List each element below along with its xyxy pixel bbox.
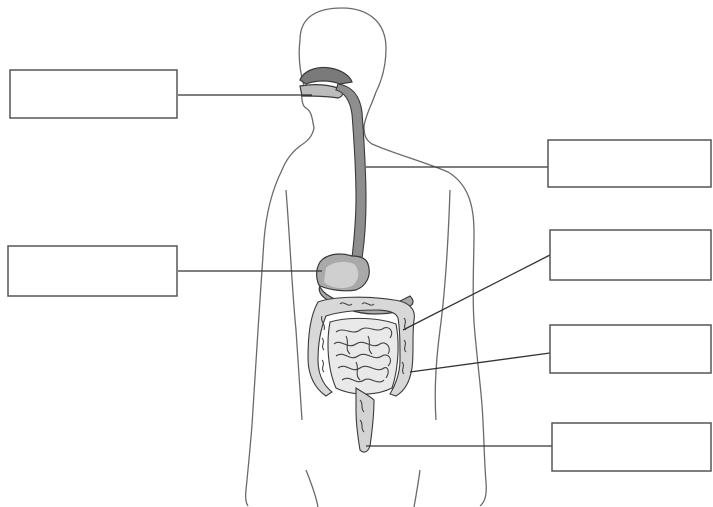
leader-line-large-intestine <box>403 255 550 330</box>
esophagus-organ <box>336 84 366 258</box>
rectum-organ <box>356 388 374 452</box>
label-box-small-intestine[interactable] <box>550 325 711 373</box>
label-box-mouth[interactable] <box>10 70 177 118</box>
label-box-rectum[interactable] <box>552 423 711 471</box>
small-intestine-organ <box>328 318 398 394</box>
label-box-stomach[interactable] <box>8 246 177 296</box>
label-box-large-intestine[interactable] <box>550 230 711 280</box>
leader-line-small-intestine <box>410 353 550 372</box>
label-box-esophagus[interactable] <box>548 140 711 187</box>
